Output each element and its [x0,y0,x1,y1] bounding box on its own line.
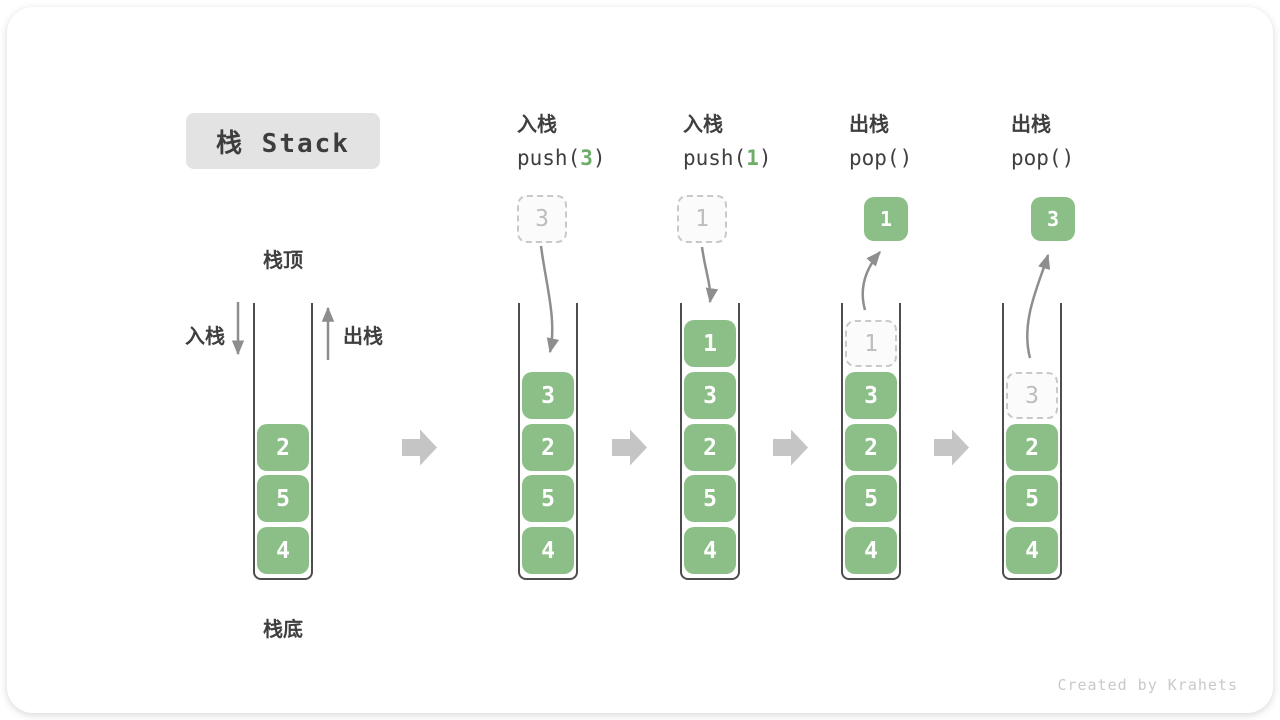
stack-cell-pop-1-3: 3 [845,372,897,419]
operand-box-pop-3: 3 [1031,197,1075,241]
stage-header-push-1: 入栈 push(1) [683,108,772,170]
operation-argument: 3 [580,146,593,170]
operand-box-push-1: 1 [677,195,727,243]
stack-cell-pop-3-4: 4 [1006,527,1058,574]
operation-code-text: pop() [1011,146,1075,170]
stack-cell-push-1-3: 3 [684,372,736,419]
next-stage-arrow [402,429,437,466]
watermark: Created by Krahets [1057,676,1238,694]
next-stage-arrow [773,429,808,466]
operation-code-text: ) [592,146,606,170]
popped-slot-pop-3-3: 3 [1006,372,1058,419]
stage-header-pop-3: 出栈 pop() [1011,108,1074,170]
push-direction-label: 入栈 [185,326,225,348]
operand-box-pop-1: 1 [864,197,908,241]
operation-code: push(3) [517,146,606,170]
stack-cell-initial-2: 2 [257,424,309,471]
stack-cell-pop-1-4: 4 [845,527,897,574]
stage-header-pop-1: 出栈 pop() [849,108,912,170]
stack-cell-push-3-5: 5 [522,475,574,522]
stack-cell-initial-4: 4 [257,527,309,574]
stack-top-label: 栈顶 [263,250,303,272]
operation-label: 入栈 [517,114,557,136]
operation-label: 入栈 [683,114,723,136]
operation-code-text: ) [758,146,772,170]
stack-cell-push-1-4: 4 [684,527,736,574]
stack-cell-push-3-4: 4 [522,527,574,574]
stack-cell-pop-1-5: 5 [845,475,897,522]
operation-argument: 1 [746,146,759,170]
diagram-title: 栈 Stack [216,128,350,159]
operation-code: pop() [1011,146,1074,170]
stack-bottom-label: 栈底 [263,619,303,641]
stack-cell-push-1-2: 2 [684,424,736,471]
stack-cell-pop-3-5: 5 [1006,475,1058,522]
diagram-title-box: 栈 Stack [186,113,380,169]
pop-direction-label: 出栈 [343,326,383,348]
operation-label: 出栈 [1011,114,1051,136]
stack-cell-push-1-5: 5 [684,475,736,522]
operation-code-text: push( [683,146,747,170]
stack-cell-initial-5: 5 [257,475,309,522]
operation-code-text: push( [517,146,581,170]
next-stage-arrow [612,429,647,466]
stack-cell-push-3-3: 3 [522,372,574,419]
operation-code-text: pop() [849,146,913,170]
push-1-arrow [700,246,719,304]
pop-1-arrow [861,251,881,311]
stack-cell-push-3-2: 2 [522,424,574,471]
operation-code: push(1) [683,146,772,170]
operation-code: pop() [849,146,912,170]
operand-box-push-3: 3 [517,195,567,243]
stage-header-push-3: 入栈 push(3) [517,108,606,170]
stack-cell-push-1-1: 1 [684,320,736,367]
operation-label: 出栈 [849,114,889,136]
stack-cell-pop-1-2: 2 [845,424,897,471]
stack-cell-pop-3-2: 2 [1006,424,1058,471]
popped-slot-pop-1-1: 1 [845,320,897,367]
next-stage-arrow [934,429,969,466]
